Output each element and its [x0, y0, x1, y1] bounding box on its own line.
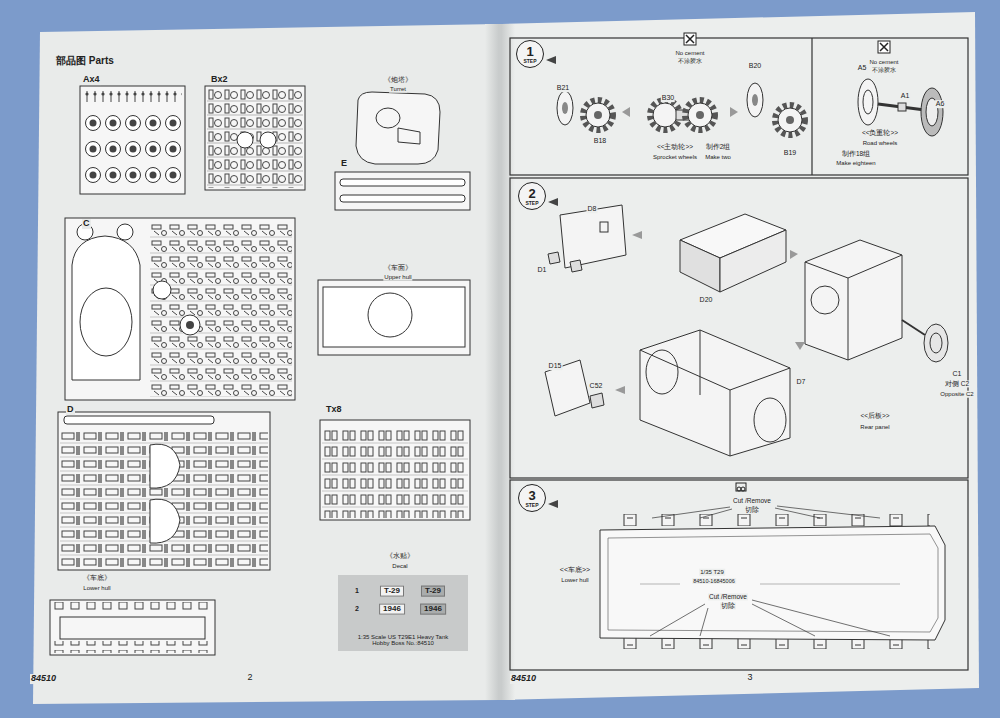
part-label: D8: [587, 205, 598, 213]
part-label: 不涂胶水: [871, 67, 897, 74]
part-label: Cut /Remove: [708, 593, 748, 600]
decal-caption: 1:35 Scale US T29E1 Heavy Tank: [358, 634, 449, 641]
part-label: 2: [246, 673, 253, 683]
part-label: B18: [593, 137, 607, 145]
decal-chip: T-29: [380, 586, 404, 597]
part-label: 1: [354, 587, 360, 595]
part-label: 84510-16845006: [692, 578, 736, 584]
part-label: 对侧 C2: [944, 380, 970, 387]
part-label: 《炮塔》: [383, 76, 413, 84]
part-label: C52: [589, 382, 604, 390]
part-label: 《车面》: [383, 264, 413, 272]
part-label: Ax4: [82, 75, 101, 85]
part-label: Tx8: [325, 405, 343, 415]
part-label: 制作18组: [841, 150, 871, 157]
part-label: 《车底》: [82, 574, 112, 582]
part-label: E: [340, 159, 348, 169]
part-label: D1: [537, 266, 548, 274]
step-number: 2: [528, 187, 535, 200]
part-label: 制作2组: [705, 143, 732, 150]
part-label: 3: [746, 673, 753, 683]
decal-caption: Hobby Boss No.:84510: [372, 640, 434, 647]
decal-chip: T-29: [421, 586, 445, 597]
decal-chip: 1946: [379, 604, 405, 615]
part-label: 切除: [744, 506, 760, 513]
part-label: Road wheels: [862, 140, 899, 147]
part-label: Lower hull: [560, 577, 589, 584]
part-label: C1: [952, 370, 963, 378]
part-label: 1/35 T29: [699, 569, 725, 576]
part-label: 2: [354, 605, 360, 613]
step-badge: 3STEP: [518, 484, 546, 512]
part-label: Rear panel: [859, 424, 890, 431]
part-label: Sprocket wheels: [652, 154, 698, 161]
step-word: STEP: [525, 200, 538, 206]
part-label: 切除: [720, 602, 736, 609]
part-label: B21: [556, 84, 570, 92]
part-label: <<后板>>: [859, 412, 890, 419]
part-label: C: [82, 219, 91, 229]
step-badge: 2STEP: [518, 182, 546, 210]
part-label: Upper hull: [383, 274, 412, 281]
part-label: <<负重轮>>: [861, 129, 899, 136]
part-label: Make eighteen: [835, 160, 876, 167]
step-word: STEP: [523, 58, 536, 64]
part-label: <<主动轮>>: [656, 143, 694, 150]
part-label: 《水贴》: [385, 552, 415, 560]
page-code: 84510: [30, 674, 57, 684]
part-label: <<车底>>: [559, 566, 591, 574]
part-label: No cement: [868, 59, 899, 66]
part-label: Decal: [391, 563, 408, 570]
part-label: Make two: [704, 154, 732, 161]
part-label: Opposite C2: [939, 391, 974, 398]
part-label: A1: [900, 92, 911, 100]
step-number: 3: [528, 489, 535, 502]
part-label: A6: [935, 100, 946, 108]
part-label: D7: [796, 378, 807, 386]
step-badge: 1STEP: [516, 40, 544, 68]
part-label: B19: [783, 149, 797, 157]
part-label: Cut /Remove: [732, 497, 772, 504]
part-label: No cement: [674, 50, 705, 57]
part-label: D15: [548, 362, 563, 370]
page-code: 84510: [510, 674, 537, 684]
page-heading: 部品图 Parts: [55, 55, 115, 66]
decal-chip: 1946: [420, 604, 446, 615]
part-label: B30: [661, 94, 675, 102]
part-label: D: [66, 405, 75, 415]
part-label: 不涂胶水: [677, 58, 703, 65]
step-number: 1: [526, 45, 533, 58]
part-label: Bx2: [210, 75, 229, 85]
part-label: B20: [748, 62, 762, 70]
part-label: D20: [699, 296, 714, 304]
part-label: A5: [857, 64, 868, 72]
part-label: Turret: [389, 86, 407, 93]
part-label: Lower hull: [82, 585, 111, 592]
step-word: STEP: [525, 502, 538, 508]
